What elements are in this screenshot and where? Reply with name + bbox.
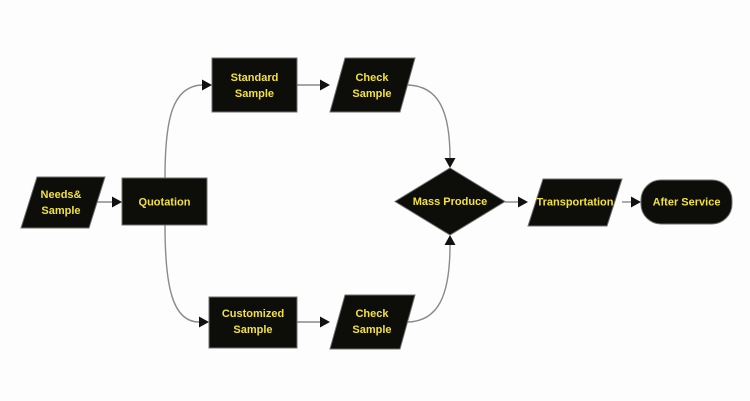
check-sample-bottom-label-line1: Check (355, 308, 389, 320)
mass-produce-label: Mass Produce (413, 196, 488, 208)
arrow-head-icon (320, 79, 330, 91)
arrow-head-icon (631, 196, 641, 208)
arrow-head-icon (444, 158, 456, 168)
standard-sample-shape[interactable] (211, 57, 298, 113)
node-check-sample-top[interactable]: Check Sample (329, 57, 416, 113)
connector-curve (407, 84, 451, 159)
connector-curve (164, 84, 203, 179)
node-quotation[interactable]: Quotation (121, 177, 208, 226)
node-check-sample-bottom[interactable]: Check Sample (329, 294, 416, 350)
check-sample-bottom-label-line2: Sample (352, 324, 391, 336)
connector-curve (164, 224, 200, 323)
check-sample-top-shape[interactable] (329, 57, 416, 113)
edge-quotation-to-customized (164, 224, 209, 328)
node-customized-sample[interactable]: Customized Sample (208, 296, 298, 349)
connector-curve (407, 244, 451, 323)
mass-produce-shape[interactable] (394, 167, 506, 236)
quotation-label: Quotation (139, 196, 191, 208)
quotation-shape[interactable] (121, 177, 208, 226)
transportation-label: Transportation (536, 196, 613, 208)
edge-transportation-to-after-service (622, 196, 641, 208)
connector-layer (92, 79, 641, 328)
edge-quotation-to-standard (164, 79, 212, 179)
arrow-head-icon (320, 316, 330, 328)
arrow-head-icon (444, 235, 456, 245)
needs-sample-label-line2: Sample (41, 205, 80, 217)
standard-sample-label-line2: Sample (235, 88, 274, 100)
edge-check-bottom-to-mass (407, 235, 456, 323)
needs-sample-shape[interactable] (20, 176, 106, 229)
node-transportation[interactable]: Transportation (527, 178, 623, 227)
check-sample-top-label-line2: Sample (352, 88, 391, 100)
node-mass-produce[interactable]: Mass Produce (394, 167, 506, 236)
arrow-head-icon (202, 79, 212, 91)
after-service-label: After Service (653, 196, 721, 208)
check-sample-bottom-shape[interactable] (329, 294, 416, 350)
customized-sample-shape[interactable] (208, 296, 298, 349)
arrow-head-icon (518, 196, 528, 208)
edge-check-top-to-mass (407, 84, 456, 168)
needs-sample-label-line1: Needs& (41, 189, 82, 201)
customized-sample-label-line1: Customized (222, 308, 284, 320)
customized-sample-label-line2: Sample (233, 324, 272, 336)
transportation-shape[interactable] (527, 178, 623, 227)
arrow-head-icon (112, 196, 122, 208)
after-service-shape[interactable] (640, 179, 733, 225)
edge-mass-to-transportation (505, 196, 528, 208)
check-sample-top-label-line1: Check (355, 72, 389, 84)
arrow-head-icon (199, 316, 209, 328)
standard-sample-label-line1: Standard (231, 72, 279, 84)
node-after-service[interactable]: After Service (640, 179, 733, 225)
node-needs-sample[interactable]: Needs& Sample (20, 176, 106, 229)
edge-standard-to-check-top (297, 79, 330, 91)
edge-customized-to-check-bottom (297, 316, 330, 328)
node-standard-sample[interactable]: Standard Sample (211, 57, 298, 113)
